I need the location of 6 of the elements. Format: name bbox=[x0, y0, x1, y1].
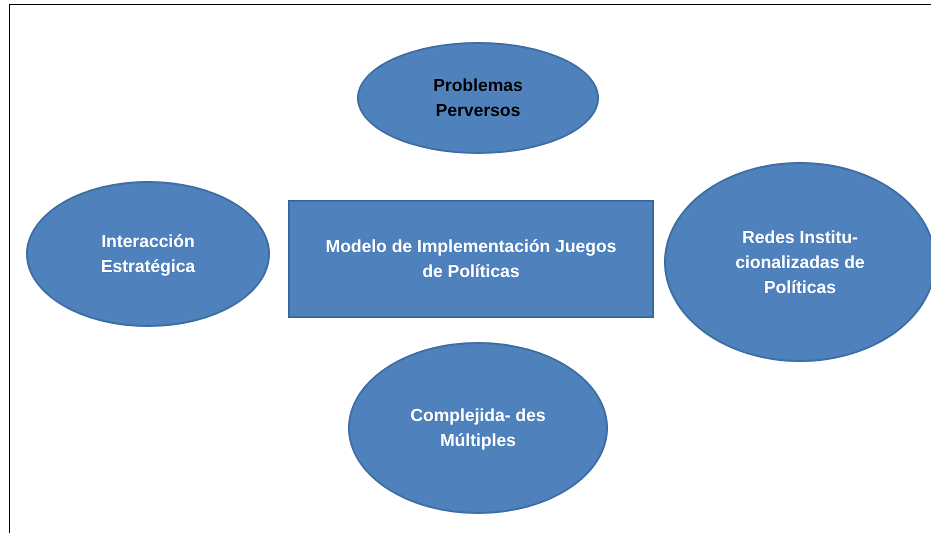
node-label: Problemas Perversos bbox=[432, 74, 524, 122]
node-label: Complejida- des Múltiples bbox=[409, 404, 547, 452]
process-box bbox=[288, 200, 654, 318]
node-label: Modelo de Implementación Juegos de Políticas bbox=[324, 235, 618, 283]
node-label: Redes Institu- cionalizadas de Políticas bbox=[734, 226, 866, 298]
node-label: Interacción Estratégica bbox=[100, 230, 196, 278]
